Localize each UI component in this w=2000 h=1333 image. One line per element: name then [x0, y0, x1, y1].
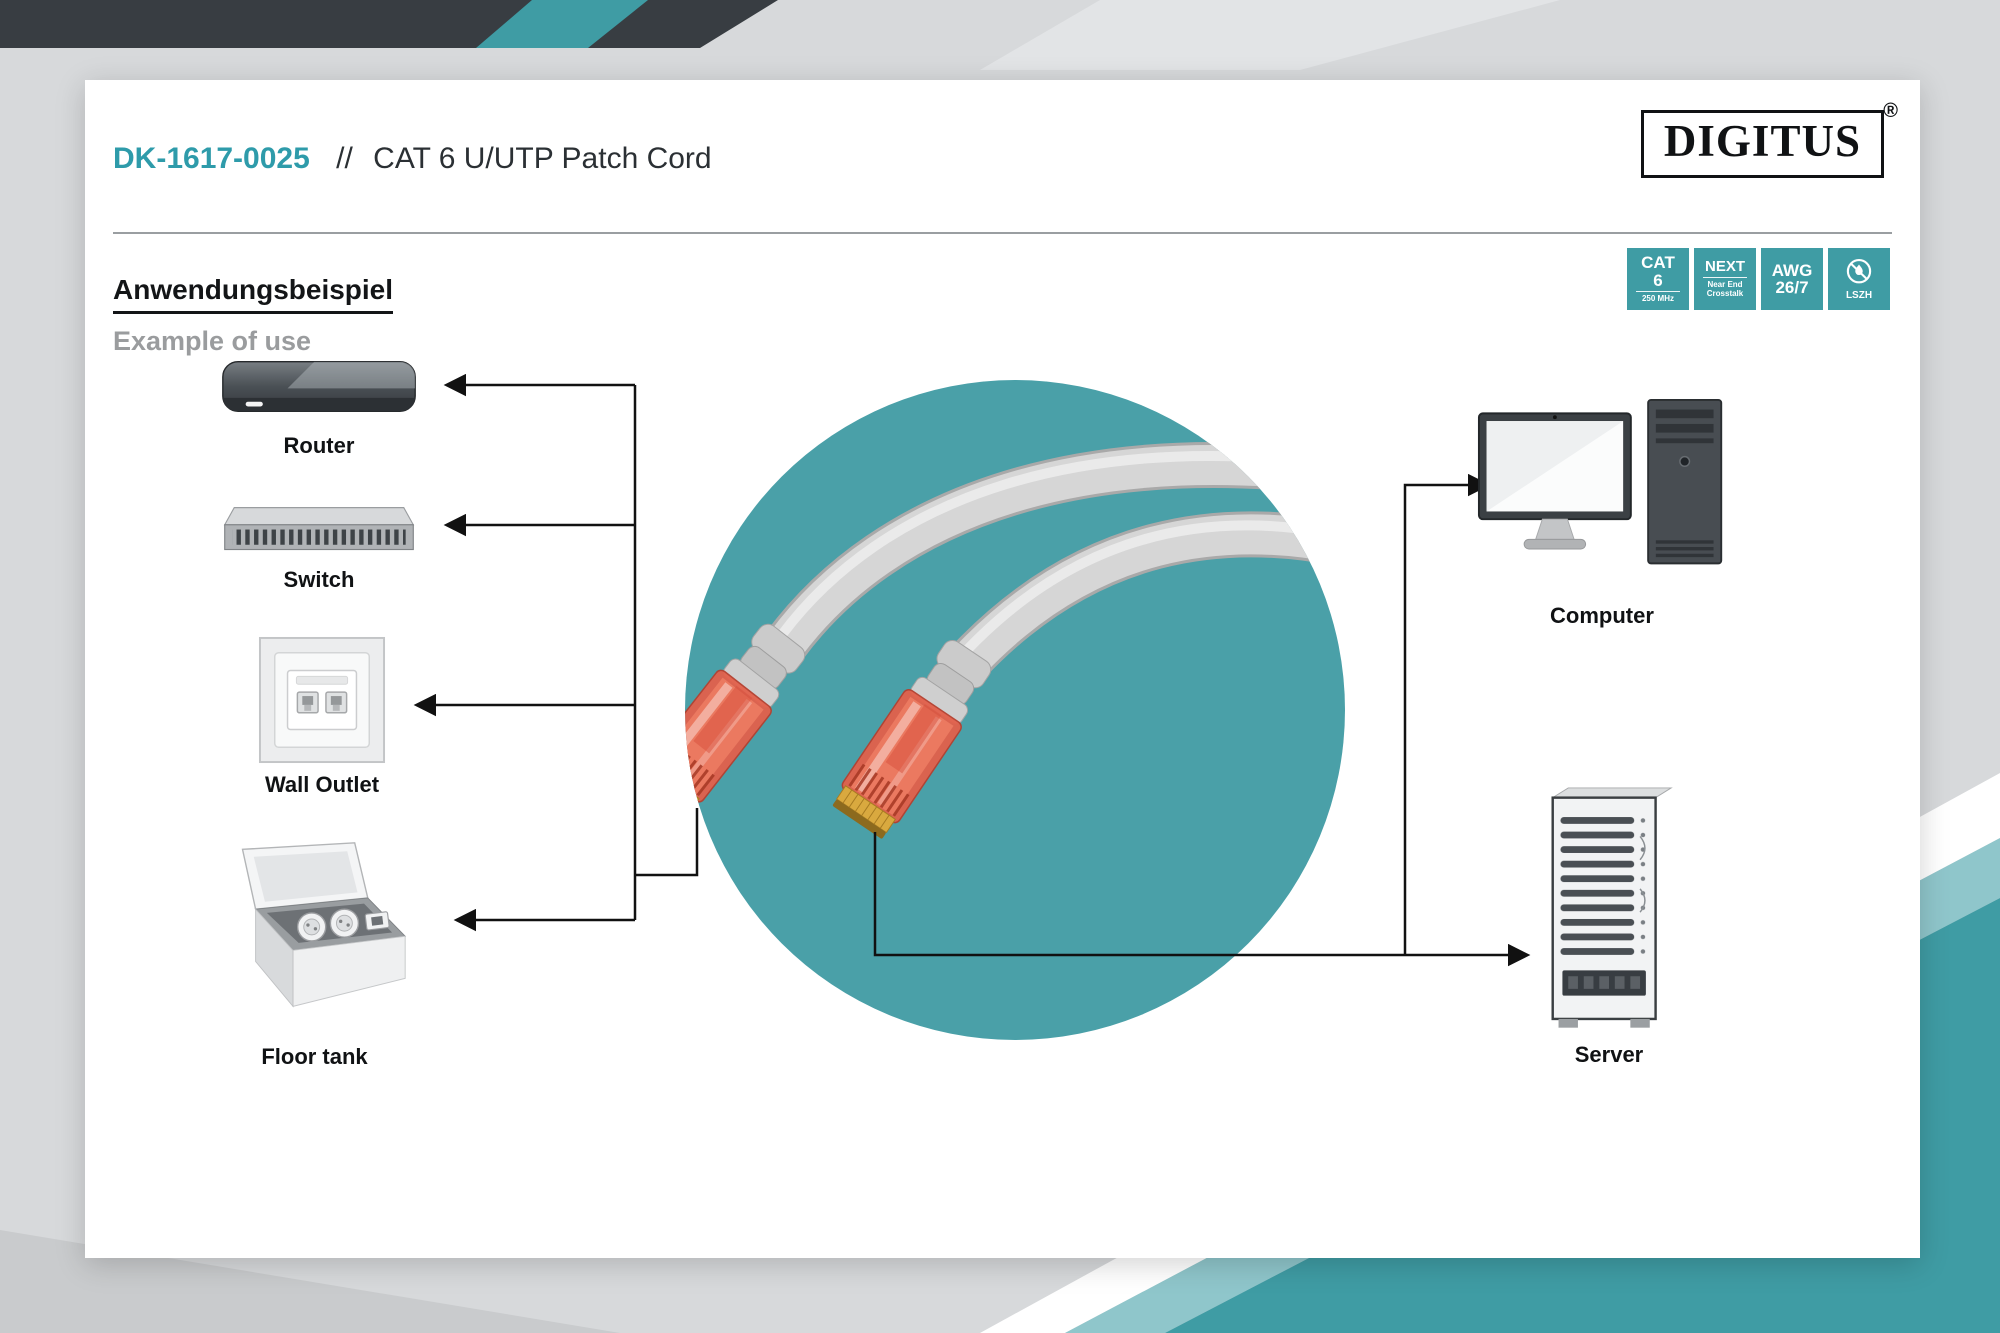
product-code: DK-1617-0025	[113, 142, 310, 175]
badge-lszh-label: LSZH	[1845, 290, 1873, 301]
switch-label: Switch	[283, 567, 355, 593]
bg-teal-accent	[476, 0, 648, 48]
no-flame-icon	[1846, 259, 1872, 284]
badge-awg: AWG 26/7	[1761, 248, 1823, 310]
wall-outlet-label: Wall Outlet	[264, 772, 380, 797]
computer-icon	[1477, 398, 1723, 565]
server-icon	[1551, 787, 1673, 1028]
title-separator: //	[336, 142, 353, 175]
header-divider	[113, 232, 1892, 234]
badge-awg-line1: AWG	[1771, 260, 1813, 280]
server-label: Server	[1574, 1041, 1644, 1067]
badge-divider	[1703, 276, 1747, 278]
device-router: Router	[217, 356, 421, 459]
badge-next-line3: Crosstalk	[1706, 289, 1744, 299]
badge-cat6-line3: 250 MHz	[1641, 294, 1674, 304]
router-icon	[222, 360, 416, 412]
router-label: Router	[283, 432, 355, 458]
floor-tank-icon	[241, 842, 407, 1008]
bg-stripe-top	[980, 0, 1560, 70]
left-plug-link-line	[635, 808, 699, 877]
device-switch: Switch	[217, 500, 421, 593]
application-diagram	[413, 373, 1531, 1040]
badge-cat6: CAT 6 250 MHz	[1627, 248, 1689, 310]
badge-lszh: LSZH	[1828, 248, 1890, 310]
bg-dark-band	[0, 0, 778, 48]
badge-awg-line2: 26/7	[1775, 278, 1809, 297]
wall-outlet-icon	[258, 636, 386, 764]
connection-arrows	[413, 373, 1531, 967]
section-title-de: Anwendungsbeispiel	[113, 274, 394, 314]
arrow-to-computer	[1403, 473, 1491, 955]
device-wall-outlet: Wall Outlet	[257, 636, 387, 798]
computer-label: Computer	[1550, 603, 1654, 629]
badge-next-line1: NEXT	[1704, 258, 1745, 276]
switch-icon	[223, 507, 415, 551]
product-card: DIGITUS ® DK-1617-0025 // CAT 6 U/UTP Pa…	[85, 80, 1920, 1258]
badge-cat6-line2: 6	[1653, 270, 1663, 290]
device-computer: Computer	[1477, 398, 1727, 629]
product-title-row: DK-1617-0025 // CAT 6 U/UTP Patch Cord	[113, 142, 712, 176]
product-name: CAT 6 U/UTP Patch Cord	[373, 142, 712, 175]
badge-next-line2: Near End	[1707, 279, 1743, 289]
registered-mark: ®	[1883, 100, 1899, 122]
digitus-logo: DIGITUS ®	[1640, 100, 1898, 178]
logo-text: DIGITUS	[1663, 116, 1861, 166]
section-title-en: Example of use	[113, 326, 312, 356]
badge-cat6-line1: CAT	[1641, 253, 1675, 273]
badge-next: NEXT Near End Crosstalk	[1694, 248, 1756, 310]
arrow-to-server	[873, 832, 1531, 967]
badge-divider	[1636, 291, 1680, 293]
floor-tank-label: Floor tank	[261, 1044, 368, 1070]
device-server: Server	[1543, 786, 1675, 1068]
device-floor-tank: Floor tank	[207, 840, 422, 1070]
spec-badges: CAT 6 250 MHz NEXT Near End Crosstalk AW…	[1627, 248, 1890, 310]
